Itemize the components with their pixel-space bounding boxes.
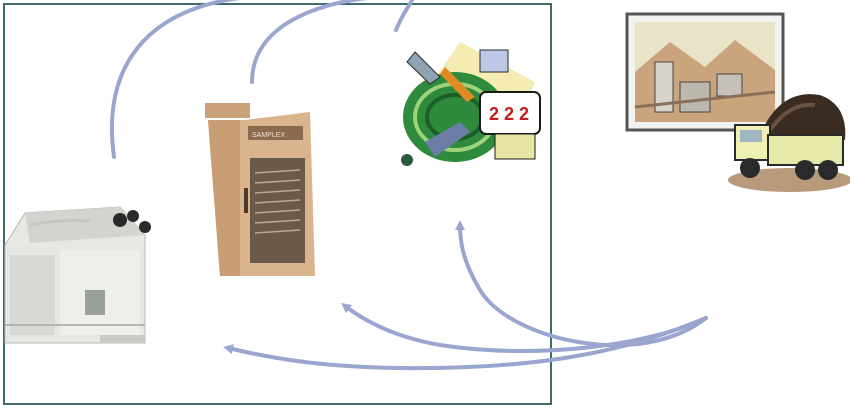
arrow-to-lab-top xyxy=(394,0,414,32)
arrow-truck-to-splitter xyxy=(223,316,708,371)
device-brand-label: SAMPLEX xyxy=(252,132,285,139)
svg-text:2 2 2: 2 2 2 xyxy=(489,104,529,124)
sample-splitter-machine-icon xyxy=(4,206,151,344)
arrow-to-splitter-top xyxy=(110,0,241,159)
lab-tools-clipart-icon: 2 2 2 xyxy=(401,42,541,166)
arrow-truck-to-dryer xyxy=(341,302,708,353)
arrow-to-dryer-top xyxy=(250,0,369,84)
haul-truck-icon xyxy=(728,94,850,192)
lab-frame xyxy=(3,3,552,405)
mine-site-picture-icon xyxy=(625,12,785,132)
sample-dryer-cabinet-icon: SAMPLEX xyxy=(205,103,315,276)
arrow-truck-to-lab xyxy=(455,220,708,348)
